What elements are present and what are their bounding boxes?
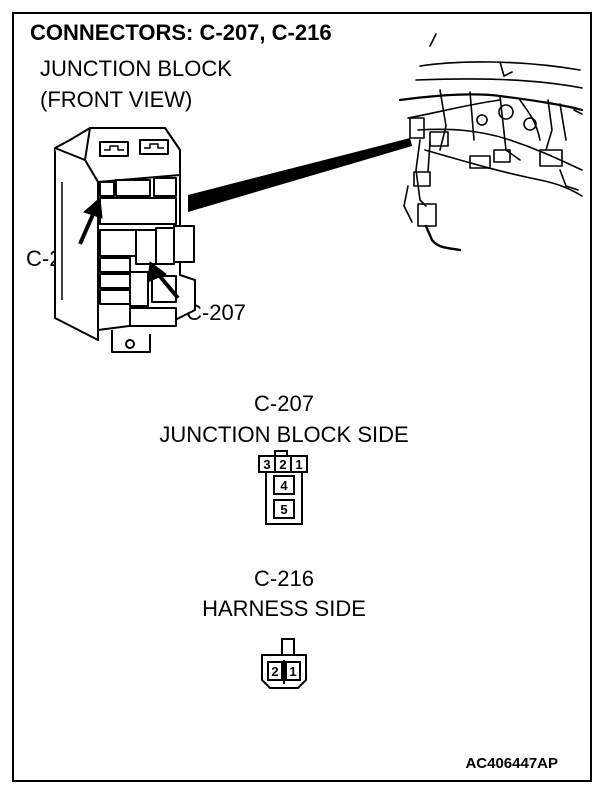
c207-pin-3: 3 — [263, 457, 270, 472]
c216-side-label: HARNESS SIDE — [202, 596, 366, 621]
c207-title: C-207 — [254, 391, 314, 416]
page-title: CONNECTORS: C-207, C-216 — [30, 20, 332, 45]
c207-pin-2: 2 — [279, 457, 286, 472]
c216-pin-1: 1 — [289, 664, 296, 679]
figure-code: AC406447AP — [465, 755, 558, 772]
view-label-line1: JUNCTION BLOCK — [40, 56, 232, 81]
c207-pin-1: 1 — [295, 457, 302, 472]
c207-pin-4: 4 — [280, 478, 288, 493]
connector-c216-face — [261, 638, 307, 689]
c216-pin-2: 2 — [271, 664, 278, 679]
view-label-line2: (FRONT VIEW) — [40, 87, 193, 112]
callout-c207: C-207 — [186, 300, 246, 325]
pointer-wedge — [188, 138, 412, 212]
c207-pin-5: 5 — [280, 502, 287, 517]
junction-block-illustration — [54, 127, 196, 353]
connector-c207-face — [258, 450, 308, 525]
c216-title: C-216 — [254, 566, 314, 591]
diagram-frame — [12, 12, 592, 782]
c207-side-label: JUNCTION BLOCK SIDE — [159, 422, 409, 447]
dashboard-harness-sketch — [398, 33, 584, 252]
callout-arrows — [78, 196, 180, 300]
